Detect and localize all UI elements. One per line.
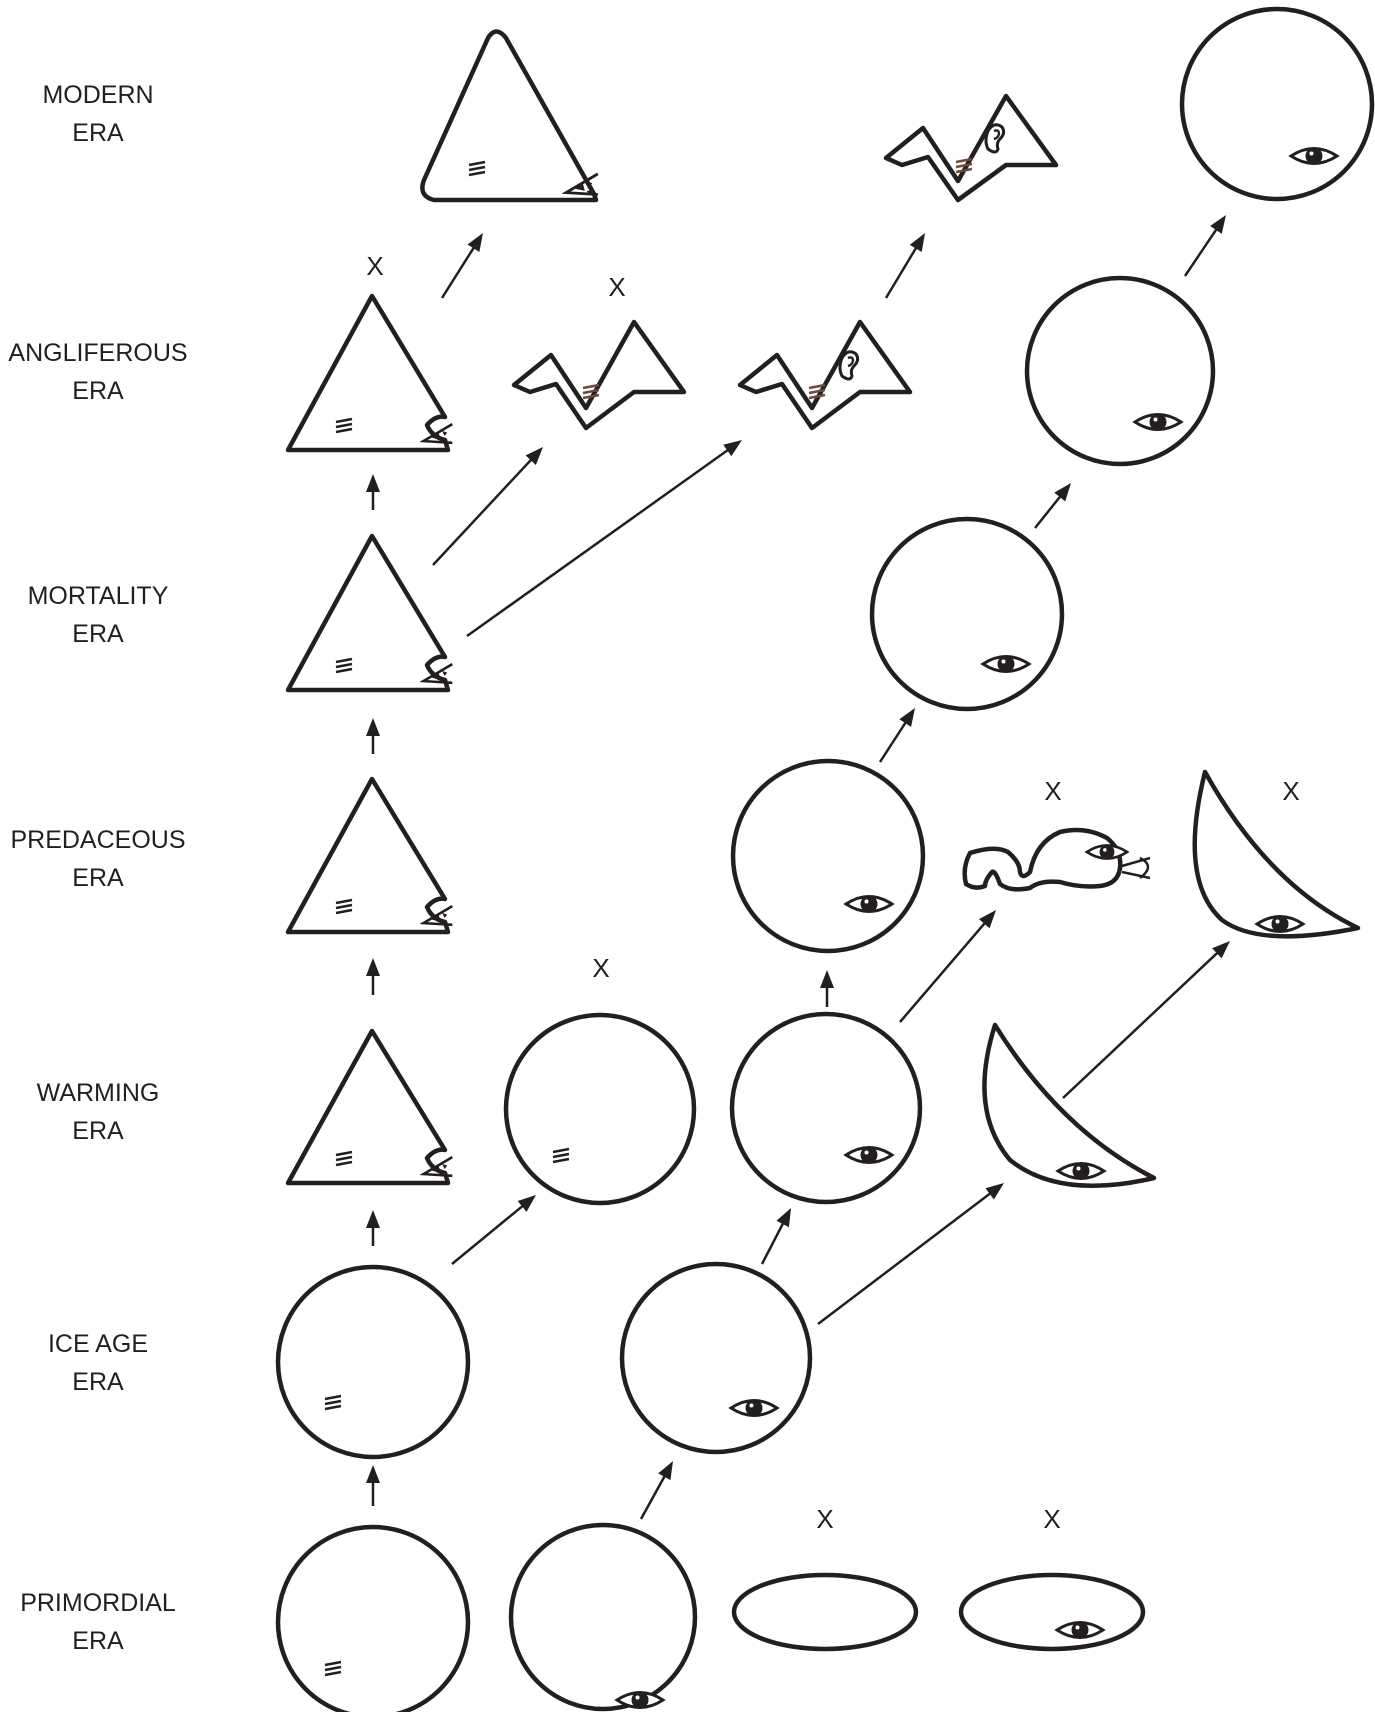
extinct-marker-predaceous-crescent: X <box>1282 776 1299 806</box>
predaceous-triangle <box>288 779 452 932</box>
arrow-zigzag-ear-to-modern-zigzag <box>886 233 925 298</box>
modern-zigzag-ear <box>886 96 1056 200</box>
arrow-primordial-to-iceage-col1 <box>366 1465 380 1506</box>
angliferous-zigzag-extinct <box>514 322 684 428</box>
extinct-marker-predaceous-worm: X <box>1044 776 1061 806</box>
arrow-warming-to-predaceous-col1 <box>366 958 380 995</box>
extinct-marker-angliferous-zigzag: X <box>608 272 625 302</box>
modern-eye-circle <box>1182 9 1372 199</box>
angliferous-zigzag-ear <box>740 322 910 428</box>
warming-gill-circle <box>506 1015 694 1203</box>
ice-age-eye-circle <box>622 1264 810 1452</box>
arrow-warming-to-worm <box>900 910 996 1022</box>
arrow-iceage-to-warming-circle <box>452 1195 536 1264</box>
mortality-eye-circle <box>872 519 1062 709</box>
primordial-eye-oval <box>961 1575 1143 1649</box>
predaceous-crescent <box>1195 772 1358 936</box>
primordial-gill-circle <box>278 1527 468 1712</box>
extinct-marker-angliferous-triangle: X <box>366 251 383 281</box>
arrow-predaceous-to-mortality-eye <box>880 708 915 762</box>
arrow-mortality-to-zigzag <box>433 447 543 565</box>
angliferous-eye-circle <box>1027 278 1213 464</box>
ice-age-gill-circle <box>278 1267 468 1457</box>
arrow-iceage-to-warming-col1 <box>366 1210 380 1246</box>
arrow-crescent-to-predaceous-crescent <box>1063 941 1230 1098</box>
arrow-mortality-to-zigzag-ear <box>467 440 742 636</box>
mortality-triangle <box>288 536 452 690</box>
modern-triangle <box>422 32 598 201</box>
warming-eye-circle <box>732 1014 920 1202</box>
warming-crescent <box>984 1025 1154 1186</box>
arrow-mortality-to-angliferous-col1 <box>366 474 380 510</box>
arrow-warming-to-predaceous-eye <box>820 970 834 1007</box>
primordial-flat-oval <box>734 1575 916 1649</box>
predaceous-eye-circle <box>733 761 923 951</box>
arrow-primordial-to-iceage-eye <box>641 1461 673 1519</box>
arrow-iceage-to-crescent <box>818 1183 1004 1324</box>
arrow-iceage-to-warming-eye <box>762 1208 791 1264</box>
extinct-marker-warming-circle: X <box>592 953 609 983</box>
warming-triangle <box>288 1031 452 1183</box>
extinct-marker-primordial-eye-oval: X <box>1043 1504 1060 1534</box>
extinct-marker-primordial-oval: X <box>816 1504 833 1534</box>
angliferous-triangle <box>288 296 452 450</box>
arrow-angliferous-to-modern-eye <box>1185 215 1226 276</box>
predaceous-worm <box>965 830 1150 889</box>
arrow-mortality-to-angliferous-eye <box>1035 483 1071 528</box>
arrow-predaceous-to-mortality-col1 <box>366 718 380 754</box>
arrow-angliferous-to-modern-triangle <box>442 233 483 298</box>
primordial-eye-circle <box>511 1525 695 1709</box>
